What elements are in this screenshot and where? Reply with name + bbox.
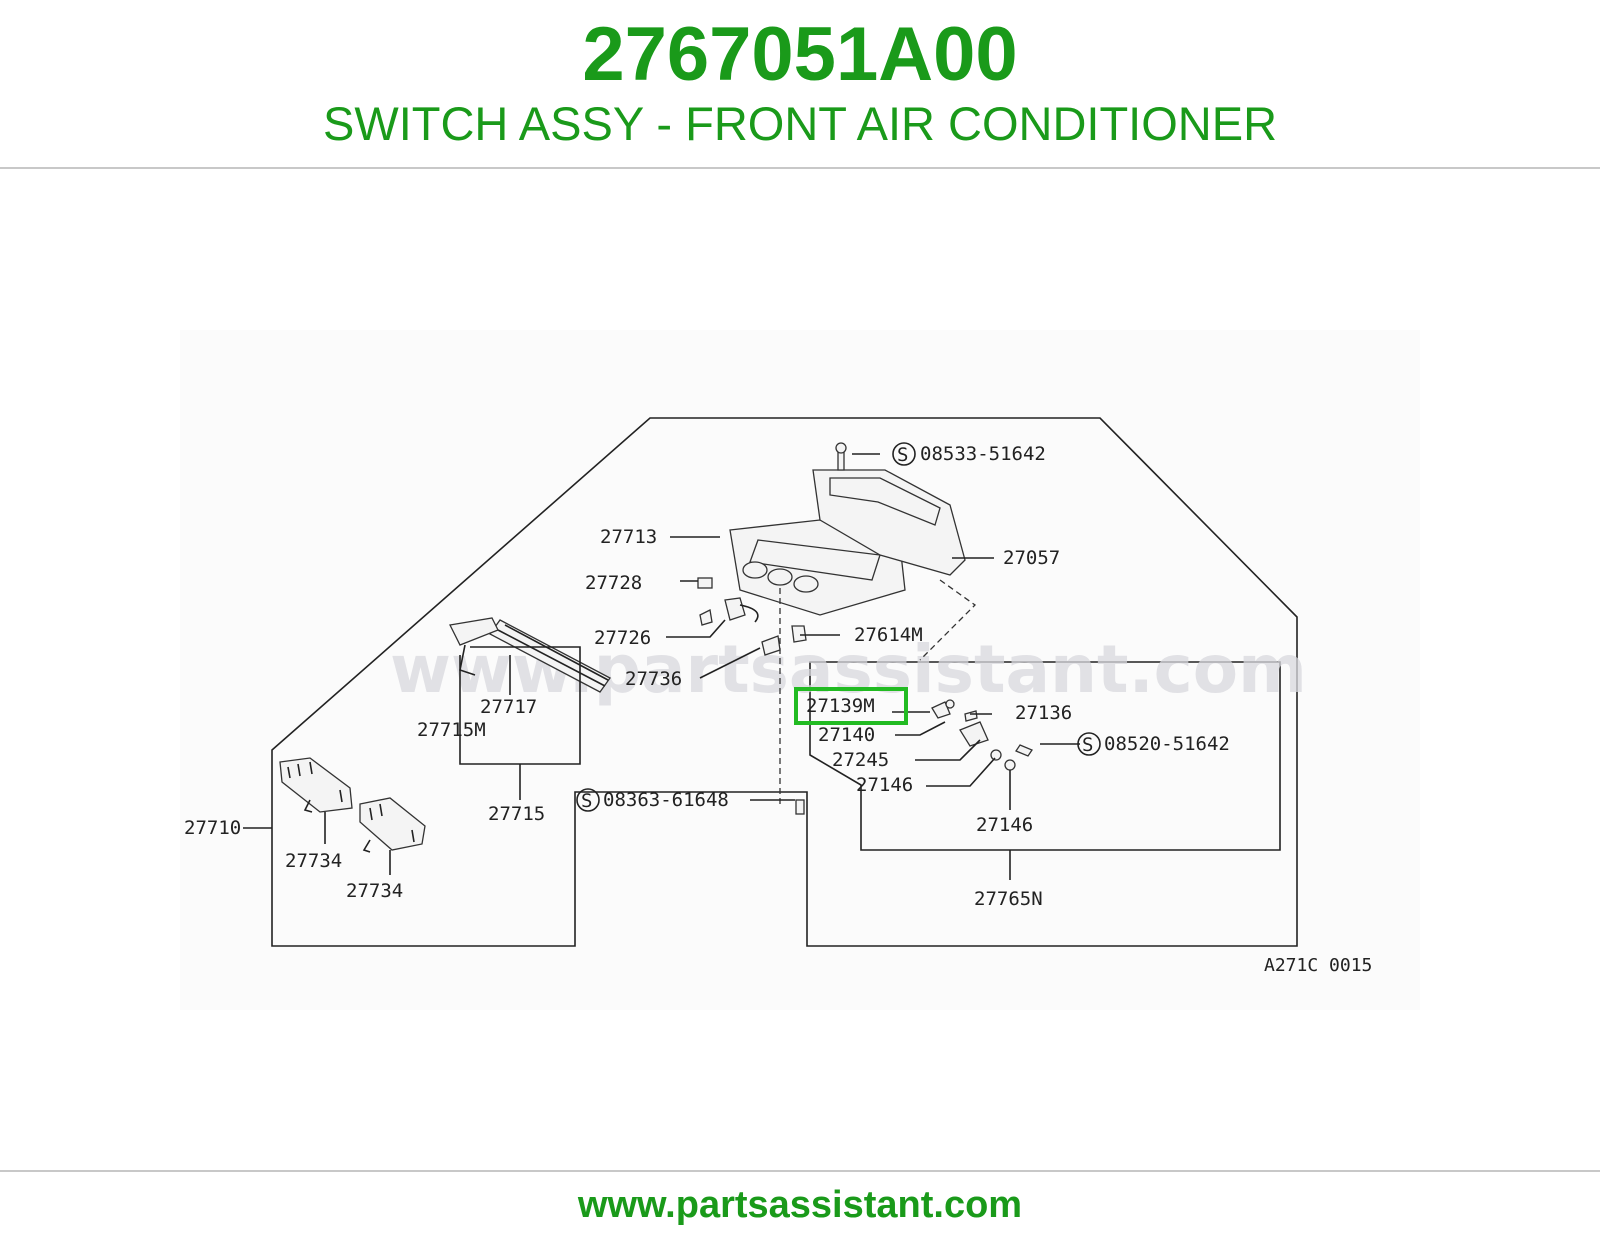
standard-part-symbol-08520: [1077, 732, 1101, 756]
standard-part-symbol-08520-letter: S: [1082, 734, 1093, 756]
diagram-reference-code: A271C 0015: [1264, 955, 1372, 976]
callout-27736[interactable]: 27736: [625, 668, 682, 690]
callout-08520-51642[interactable]: 08520-51642: [1104, 733, 1230, 755]
diagram-background: [180, 330, 1420, 1010]
footer-url-link[interactable]: www.partsassistant.com: [577, 1184, 1023, 1226]
callout-08363-61648[interactable]: 08363-61648: [603, 789, 729, 811]
standard-part-symbol-08533: [892, 442, 916, 466]
callout-27713[interactable]: 27713: [600, 526, 657, 548]
callout-08533-51642[interactable]: 08533-51642: [920, 443, 1046, 465]
callout-27057[interactable]: 27057: [1003, 547, 1060, 569]
callout-27728[interactable]: 27728: [585, 572, 642, 594]
callout-27717[interactable]: 27717: [480, 696, 537, 718]
callout-27734-lower[interactable]: 27734: [346, 880, 403, 902]
outer-boundary: [271, 417, 1298, 947]
callout-27715[interactable]: 27715: [488, 803, 545, 825]
footer-divider: [0, 1170, 1600, 1172]
callout-27734-upper[interactable]: 27734: [285, 850, 342, 872]
standard-part-callouts: S 08533-51642 S 08520-51642 S 08363-6164…: [576, 442, 1230, 812]
switch-housing-drawing: [729, 469, 977, 805]
standard-part-symbol-08533-letter: S: [897, 444, 908, 466]
callout-27146-right[interactable]: 27146: [976, 814, 1033, 836]
standard-part-symbol-08363: [576, 788, 600, 812]
parts-diagram: www.partsassistant.com: [180, 330, 1420, 1010]
knob-drawings: [279, 757, 426, 853]
part-name: SWITCH ASSY - FRONT AIR CONDITIONER: [322, 97, 1278, 150]
callout-27726[interactable]: 27726: [594, 627, 651, 649]
callout-27139M[interactable]: 27139M: [806, 695, 875, 717]
callout-27614M[interactable]: 27614M: [854, 624, 923, 646]
header-divider: [0, 167, 1600, 169]
callout-27715M[interactable]: 27715M: [417, 719, 486, 741]
callout-27245[interactable]: 27245: [832, 749, 889, 771]
parts-diagram-svg: www.partsassistant.com: [180, 330, 1420, 1010]
callout-27140[interactable]: 27140: [818, 724, 875, 746]
fastener-drawings: [697, 442, 1033, 815]
subassembly-box: [809, 661, 1281, 851]
leader-lines: [243, 453, 1080, 880]
page-header: 2767051A00 SWITCH ASSY - FRONT AIR CONDI…: [0, 0, 1600, 168]
callout-27765N[interactable]: 27765N: [974, 888, 1043, 910]
callout-labels: 27713 27057 27728 27726 27614M 27736 277…: [184, 526, 1072, 910]
part-number: 2767051A00: [582, 12, 1018, 97]
callout-27136[interactable]: 27136: [1015, 702, 1072, 724]
standard-part-symbol-08363-letter: S: [581, 790, 592, 812]
highlight-box-27139M[interactable]: [794, 687, 908, 725]
callout-27710[interactable]: 27710: [184, 817, 241, 839]
callout-27146-left[interactable]: 27146: [856, 774, 913, 796]
